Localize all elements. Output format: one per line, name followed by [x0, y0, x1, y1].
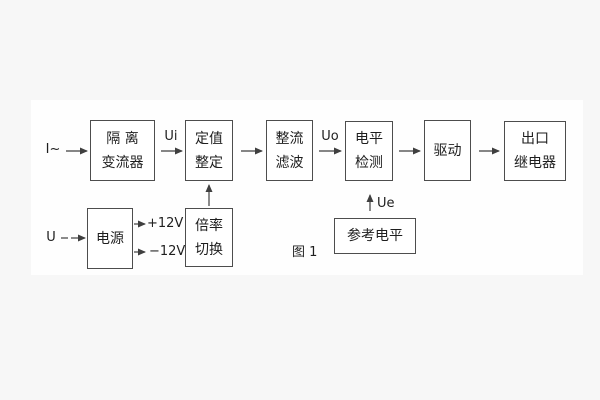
- label-ui: Ui: [164, 129, 178, 144]
- block-level-detect: 电平 检测: [345, 121, 393, 181]
- label-ue: Ue: [377, 196, 395, 211]
- block-reference-level: 参考电平: [334, 218, 416, 254]
- block-setting-adjust-line2: 整定: [195, 154, 223, 171]
- block-setting-adjust: 定值 整定: [185, 120, 233, 181]
- block-drive: 驱动: [424, 120, 471, 181]
- label-plus12v: +12V: [147, 216, 184, 231]
- block-power-supply: 电源: [87, 208, 133, 269]
- label-input-current: I~: [45, 142, 61, 157]
- block-ratio-switch-line2: 切换: [195, 241, 223, 258]
- label-uo: Uo: [321, 129, 339, 144]
- block-drive-line1: 驱动: [433, 142, 462, 159]
- block-isolation-transformer: 隔 离 变流器: [90, 120, 155, 181]
- block-rectify-filter-line1: 整流: [275, 130, 304, 147]
- block-reference-level-line1: 参考电平: [347, 228, 403, 244]
- block-power-supply-line1: 电源: [96, 230, 124, 247]
- block-rectify-filter-line2: 滤波: [275, 154, 304, 171]
- block-output-relay-line1: 出口: [521, 131, 549, 147]
- block-level-detect-line2: 检测: [355, 155, 383, 171]
- block-ratio-switch: 倍率 切换: [185, 208, 233, 267]
- block-isolation-transformer-line1: 隔 离: [106, 130, 139, 147]
- block-output-relay-line2: 继电器: [514, 155, 556, 171]
- block-ratio-switch-line1: 倍率: [195, 217, 223, 234]
- block-isolation-transformer-line2: 变流器: [101, 154, 144, 171]
- block-level-detect-line1: 电平: [355, 131, 383, 147]
- block-setting-adjust-line1: 定值: [195, 130, 223, 147]
- label-input-voltage: U: [46, 230, 56, 245]
- figure-caption: 图 1: [292, 245, 318, 260]
- block-output-relay: 出口 继电器: [504, 121, 566, 181]
- label-minus12v: −12V: [149, 244, 186, 259]
- block-rectify-filter: 整流 滤波: [266, 120, 313, 181]
